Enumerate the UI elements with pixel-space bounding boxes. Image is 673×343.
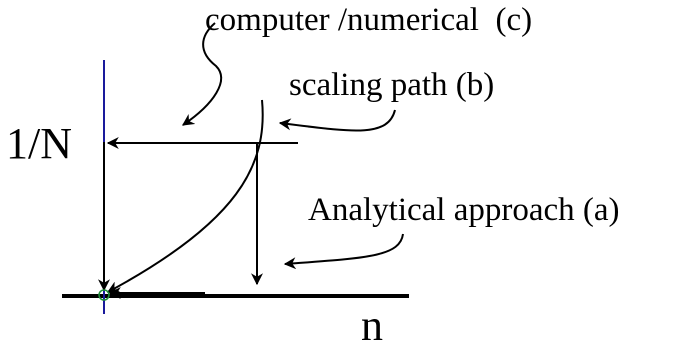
label-horizontal-axis: n bbox=[361, 301, 383, 343]
label-vertical-axis: 1/N bbox=[6, 119, 72, 168]
scaling-path-curve bbox=[106, 99, 264, 293]
label-scaling-path: scaling path (b) bbox=[289, 67, 494, 103]
leader-scaling-path bbox=[278, 109, 396, 132]
leader-analytical bbox=[283, 233, 404, 270]
label-analytical-approach: Analytical approach (a) bbox=[308, 192, 620, 228]
label-computer-numerical: computer /numerical (c) bbox=[205, 2, 532, 38]
origin-marker bbox=[98, 289, 110, 301]
leader-computer-numerical bbox=[182, 22, 222, 126]
